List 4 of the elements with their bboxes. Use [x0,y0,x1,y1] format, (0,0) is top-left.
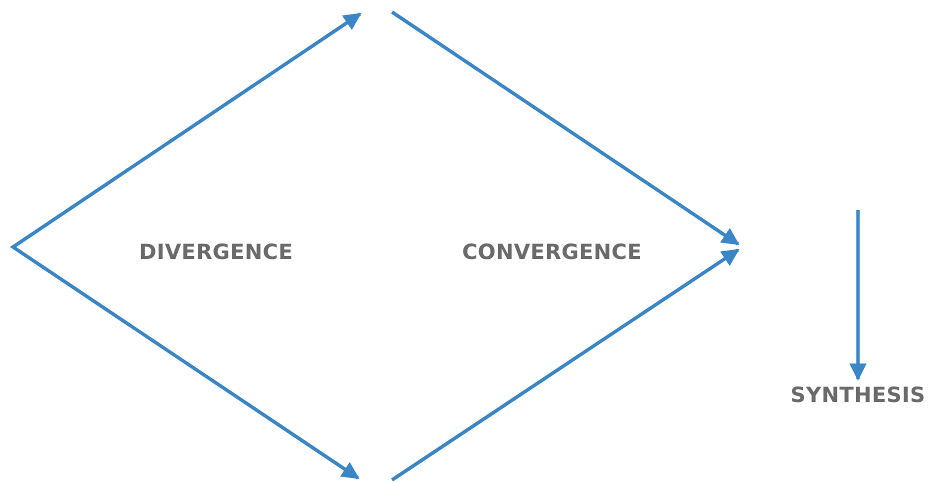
stage-label: CONVERGENCE [462,240,642,264]
arrow [849,210,867,381]
stage-label: SYNTHESIS [790,383,926,407]
stage-label: DIVERGENCE [139,240,293,264]
